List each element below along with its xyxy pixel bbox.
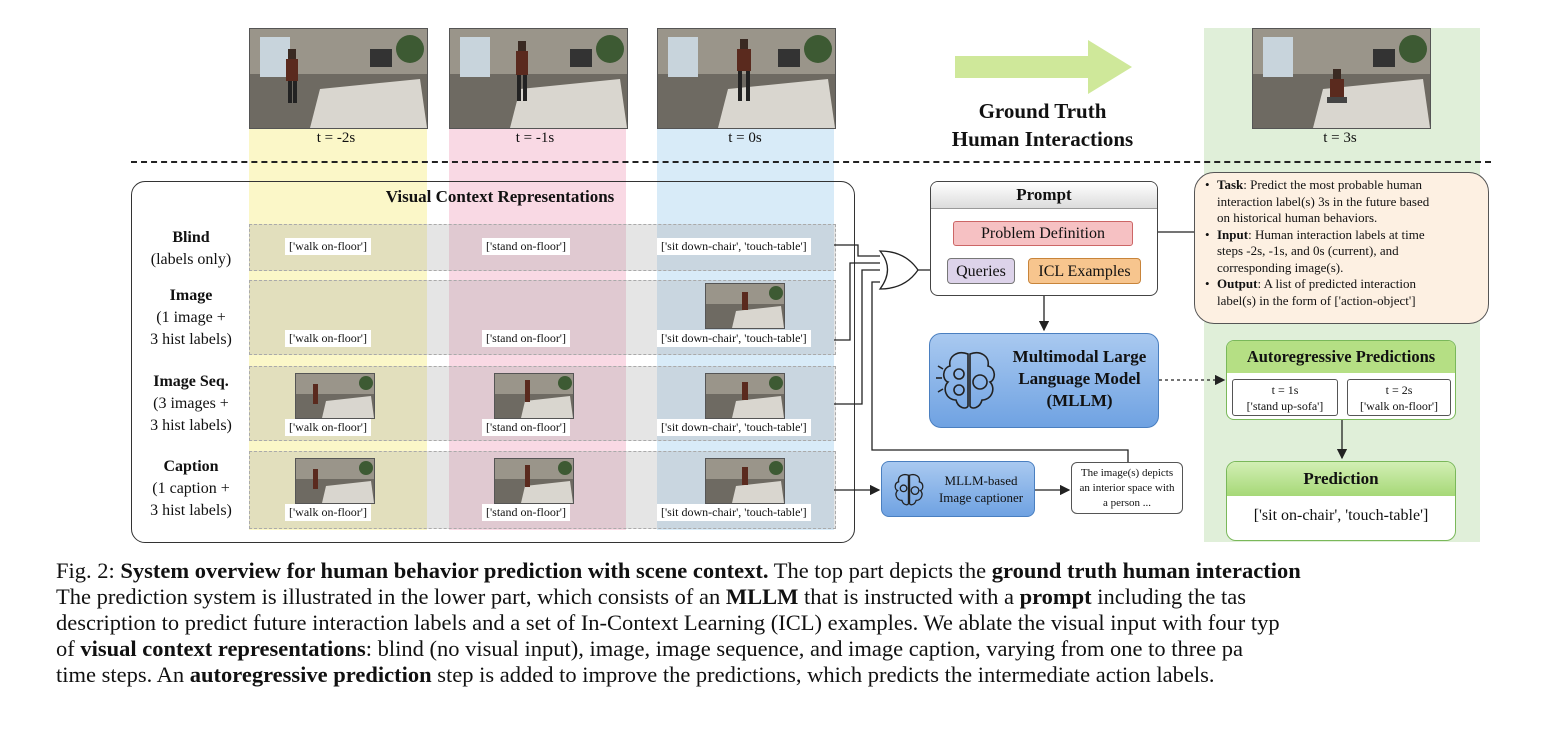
problem-definition-box: Problem Definition	[953, 221, 1133, 246]
ground-truth-title: Ground Truth Human Interactions	[951, 99, 1134, 151]
queries-box: Queries	[947, 258, 1015, 284]
time-label-t-minus-2: t = -2s	[316, 130, 356, 146]
frame-image-t-minus-1	[449, 28, 628, 129]
caption-label-t-minus-2: ['walk on-floor']	[285, 504, 371, 521]
row-name-blind: Blind (labels only)	[150, 229, 232, 268]
frame-image-t-0	[657, 28, 836, 129]
thumb-caption-t-0	[705, 458, 785, 504]
time-label-t-minus-1: t = -1s	[515, 130, 555, 146]
image-seq-label-t-minus-1: ['stand on-floor']	[482, 419, 570, 436]
image-label-t-minus-1: ['stand on-floor']	[482, 330, 570, 347]
autoregressive-title: Autoregressive Predictions	[1227, 341, 1455, 373]
row-name-caption: Caption (1 caption + 3 hist labels)	[150, 458, 232, 519]
thumb-image-row-t-0	[705, 283, 785, 329]
prompt-title: Prompt	[931, 182, 1157, 209]
icl-examples-box: ICL Examples	[1028, 258, 1141, 284]
image-label-t-minus-2: ['walk on-floor']	[285, 330, 371, 347]
thumb-image-seq-t-minus-2	[295, 373, 375, 419]
brain-gear-icon	[936, 351, 996, 409]
thumb-caption-t-minus-1	[494, 458, 574, 504]
captioner-brain-icon	[894, 473, 924, 506]
row-name-image-seq: Image Seq. (3 images + 3 hist labels)	[150, 373, 232, 434]
mllm-label: Multimodal Large Language Model (MLLM)	[1012, 347, 1147, 410]
caption-label-t-minus-1: ['stand on-floor']	[482, 504, 570, 521]
row-name-image: Image (1 image + 3 hist labels)	[150, 287, 232, 348]
ground-truth-arrow	[955, 40, 1132, 94]
image-label-t-0: ['sit down-chair', 'touch-table']	[657, 330, 811, 347]
prediction-value: ['sit on-chair', 'touch-table']	[1253, 507, 1429, 524]
time-label-t-0: t = 0s	[728, 130, 762, 146]
figure-caption: Fig. 2: System overview for human behavi…	[56, 558, 1301, 687]
caption-output-box: The image(s) depicts an interior space w…	[1071, 462, 1183, 514]
caption-label-t-0: ['sit down-chair', 'touch-table']	[657, 504, 811, 521]
prediction-box: Prediction ['sit on-chair', 'touch-table…	[1226, 461, 1456, 541]
frame-image-t-minus-2	[249, 28, 428, 129]
captioner-label: MLLM-based Image captioner	[938, 473, 1024, 505]
autoregressive-step-1: t = 1s ['stand up-sofa']	[1232, 379, 1338, 416]
image-seq-label-t-minus-2: ['walk on-floor']	[285, 419, 371, 436]
visual-context-title: Visual Context Representations	[385, 187, 615, 206]
blind-label-t-0: ['sit down-chair', 'touch-table']	[657, 238, 811, 255]
blind-label-t-minus-2: ['walk on-floor']	[285, 238, 371, 255]
autoregressive-step-2: t = 2s ['walk on-floor']	[1347, 379, 1451, 416]
section-divider	[131, 161, 1491, 163]
mllm-box: Multimodal Large Language Model (MLLM)	[929, 333, 1159, 428]
image-captioner-box: MLLM-based Image captioner	[881, 461, 1035, 517]
visual-context-panel	[131, 181, 855, 543]
prediction-title: Prediction	[1227, 462, 1455, 496]
image-seq-label-t-0: ['sit down-chair', 'touch-table']	[657, 419, 811, 436]
time-label-t-3: t = 3s	[1323, 130, 1357, 146]
blind-label-t-minus-1: ['stand on-floor']	[482, 238, 570, 255]
thumb-image-seq-t-minus-1	[494, 373, 574, 419]
thumb-caption-t-minus-2	[295, 458, 375, 504]
thumb-image-seq-t-0	[705, 373, 785, 419]
frame-image-t-3	[1252, 28, 1431, 129]
